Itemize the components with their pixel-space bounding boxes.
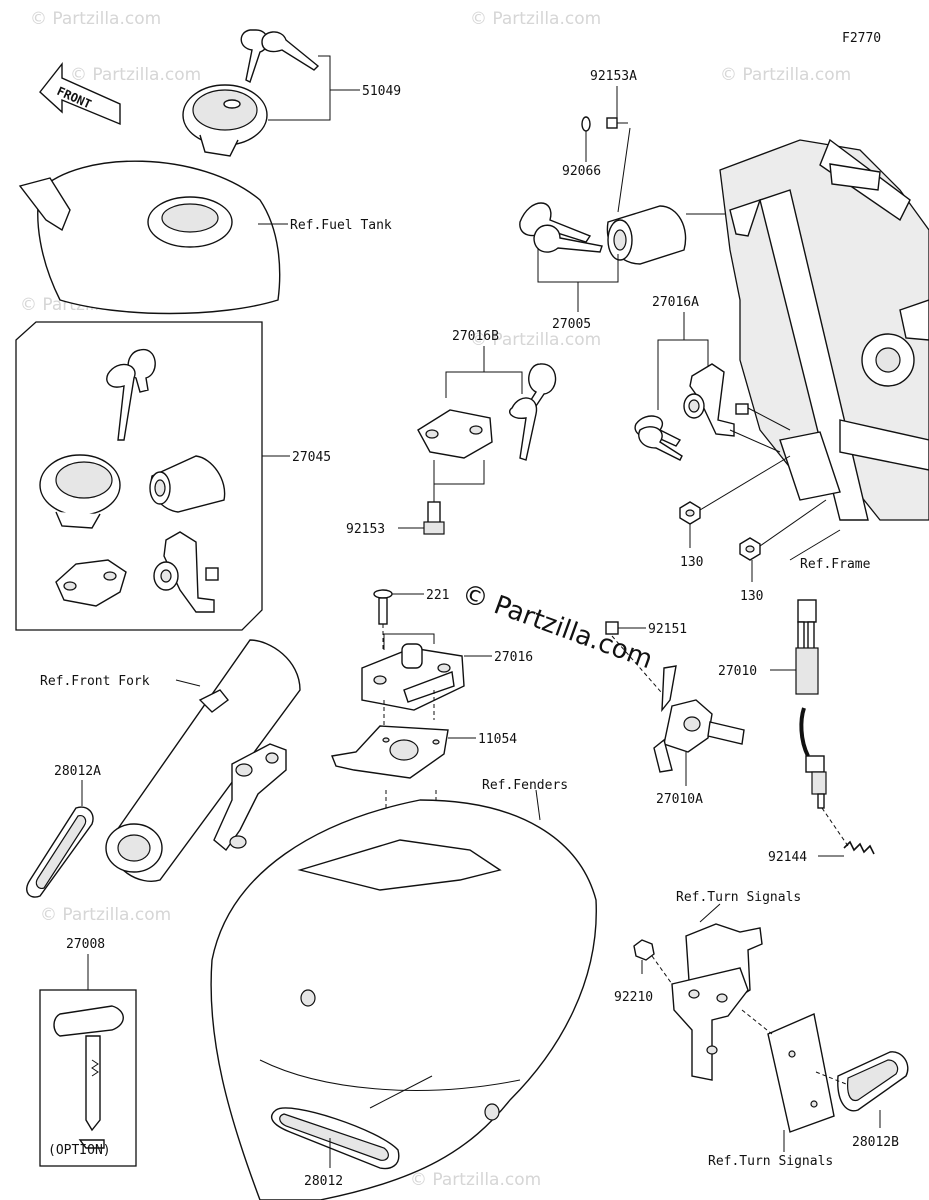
frame (719, 138, 929, 521)
part-92153: 92153 (346, 522, 385, 537)
part-28012A: 28012A (54, 764, 101, 779)
kit-27045-switch (149, 455, 226, 513)
front-fork (105, 639, 301, 882)
part-27008: 27008 (66, 937, 105, 952)
watermark: © Partzilla.com (470, 9, 601, 29)
part-27010: 27010 (718, 664, 757, 679)
rear-fender (210, 799, 597, 1200)
nut-92210 (633, 939, 655, 961)
part-92151: 92151 (648, 622, 687, 637)
part-27005: 27005 (552, 317, 591, 332)
key-set-27016B (509, 363, 557, 461)
bolt-130-a (679, 501, 701, 525)
part-27016A: 27016A (652, 295, 699, 310)
ref-front-fork: Ref.Front Fork (40, 674, 150, 689)
bracket-27016B (417, 409, 493, 459)
bolt-92153 (423, 501, 445, 535)
kit-27045-keys (106, 349, 156, 441)
bracket-turn-signal (671, 923, 763, 1081)
watermark: © Partzilla.com (40, 905, 171, 925)
reflector-28012 (270, 1107, 400, 1170)
switch-mount-27016 (361, 643, 465, 711)
plate-11054 (331, 725, 449, 779)
kit-27045-lock (153, 531, 219, 613)
kit-27045-box (15, 321, 263, 631)
part-28012B: 28012B (852, 1135, 899, 1150)
part-51049: 51049 (362, 84, 401, 99)
part-92144: 92144 (768, 850, 807, 865)
part-27016: 27016 (494, 650, 533, 665)
ref-turn-signals-top: Ref.Turn Signals (676, 890, 801, 905)
part-28012: 28012 (304, 1174, 343, 1189)
screw-221 (373, 589, 393, 625)
key-card-27008 (39, 989, 137, 1167)
ignition-switch (606, 205, 687, 265)
bolt-130-b (739, 537, 761, 561)
reflector-28012B (837, 1051, 909, 1112)
watermark: © Partzilla.com (470, 330, 601, 350)
kit-27045-cap (39, 454, 121, 529)
key-set-27016A (634, 415, 683, 461)
reflector-28012A (26, 806, 94, 898)
switch-27016A (683, 363, 749, 437)
part-130-b: 130 (740, 589, 763, 604)
part-92153A: 92153A (590, 69, 637, 84)
fuel-tank (18, 160, 281, 315)
part-27016B: 27016B (452, 329, 499, 344)
fuel-cap (182, 84, 268, 157)
figure-code: F2770 (842, 31, 881, 46)
watermark: © Partzilla.com (410, 1170, 541, 1190)
center-watermark: © Partzilla.com (458, 578, 657, 675)
watermark: © Partzilla.com (720, 65, 851, 85)
key-set-27005 (519, 202, 603, 253)
part-221: 221 (426, 588, 449, 603)
switch-27010 (795, 599, 827, 809)
part-92066: 92066 (562, 164, 601, 179)
kit-27045-bracket (55, 559, 127, 607)
watermark: © Partzilla.com (70, 65, 201, 85)
spring-92144 (843, 840, 875, 855)
front-arrow: FRONT (39, 61, 121, 126)
watermark: © Partzilla.com (30, 9, 161, 29)
part-92210: 92210 (614, 990, 653, 1005)
screw-92153A (606, 117, 628, 129)
part-27010A: 27010A (656, 792, 703, 807)
ref-fenders: Ref.Fenders (482, 778, 568, 793)
part-11054: 11054 (478, 732, 517, 747)
cap-92066 (581, 116, 591, 132)
ref-fuel-tank: Ref.Fuel Tank (290, 218, 392, 233)
switch-27010A (653, 665, 745, 773)
ref-turn-signals-bottom: Ref.Turn Signals (708, 1154, 833, 1169)
part-27045: 27045 (292, 450, 331, 465)
key-set-51049 (240, 29, 320, 83)
ref-frame: Ref.Frame (800, 557, 871, 572)
option-label: (OPTION) (48, 1143, 111, 1158)
plate-turn-signal (767, 1013, 835, 1133)
part-130-a: 130 (680, 555, 703, 570)
